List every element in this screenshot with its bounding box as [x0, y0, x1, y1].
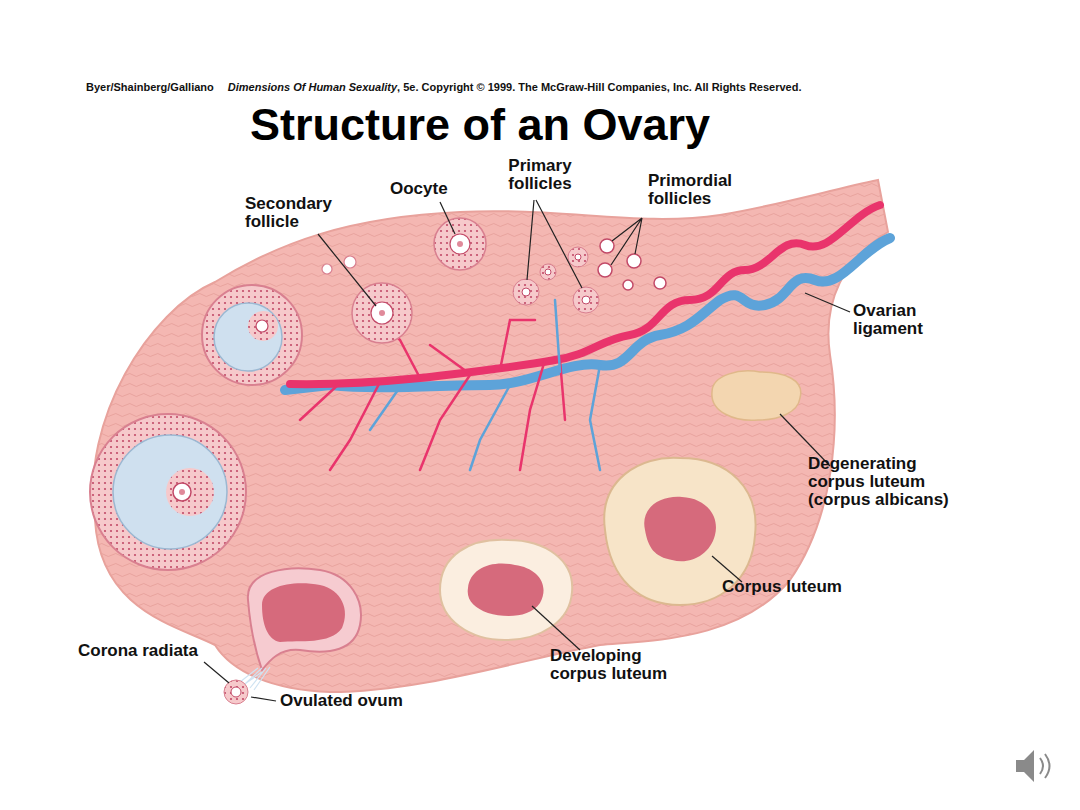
callout-label: Corona radiata [78, 642, 198, 660]
secondary-follicle [352, 283, 412, 343]
small-follicles [322, 256, 356, 274]
copyright-text: , 5e. Copyright © 1999. The McGraw-Hill … [397, 81, 801, 93]
callout-label: Developing corpus luteum [550, 647, 698, 683]
leader-lines [204, 200, 850, 701]
corpus-albicans [712, 371, 801, 420]
diagram-title: Structure of an Ovary [250, 100, 710, 150]
vesicular-follicle [202, 285, 302, 385]
copyright-header: Byer/Shainberg/Galliano Dimensions Of Hum… [86, 81, 802, 94]
callout-label: Corpus luteum [722, 578, 842, 596]
callout-label: Oocyte [390, 180, 448, 198]
vesicular-follicle [90, 414, 246, 570]
callout-label: Degenerating corpus luteum (corpus albic… [808, 455, 970, 509]
callout-label: Ovulated ovum [280, 692, 403, 710]
callout-label: Primordial follicles [648, 172, 752, 208]
blood-vessels [285, 205, 890, 470]
primary-follicles [513, 247, 599, 313]
oocyte-follicle [434, 218, 486, 270]
copyright-text: Byer/Shainberg/Galliano [86, 81, 214, 93]
ruptured-follicle [224, 568, 361, 704]
copyright-text: Dimensions Of Human Sexuality [228, 81, 397, 93]
callout-label: Ovarian ligament [853, 302, 957, 338]
speaker-icon [1016, 750, 1050, 782]
callout-label: Primary follicles [492, 157, 588, 193]
primordial-follicles [598, 239, 666, 290]
callout-label: Secondary follicle [245, 195, 355, 231]
